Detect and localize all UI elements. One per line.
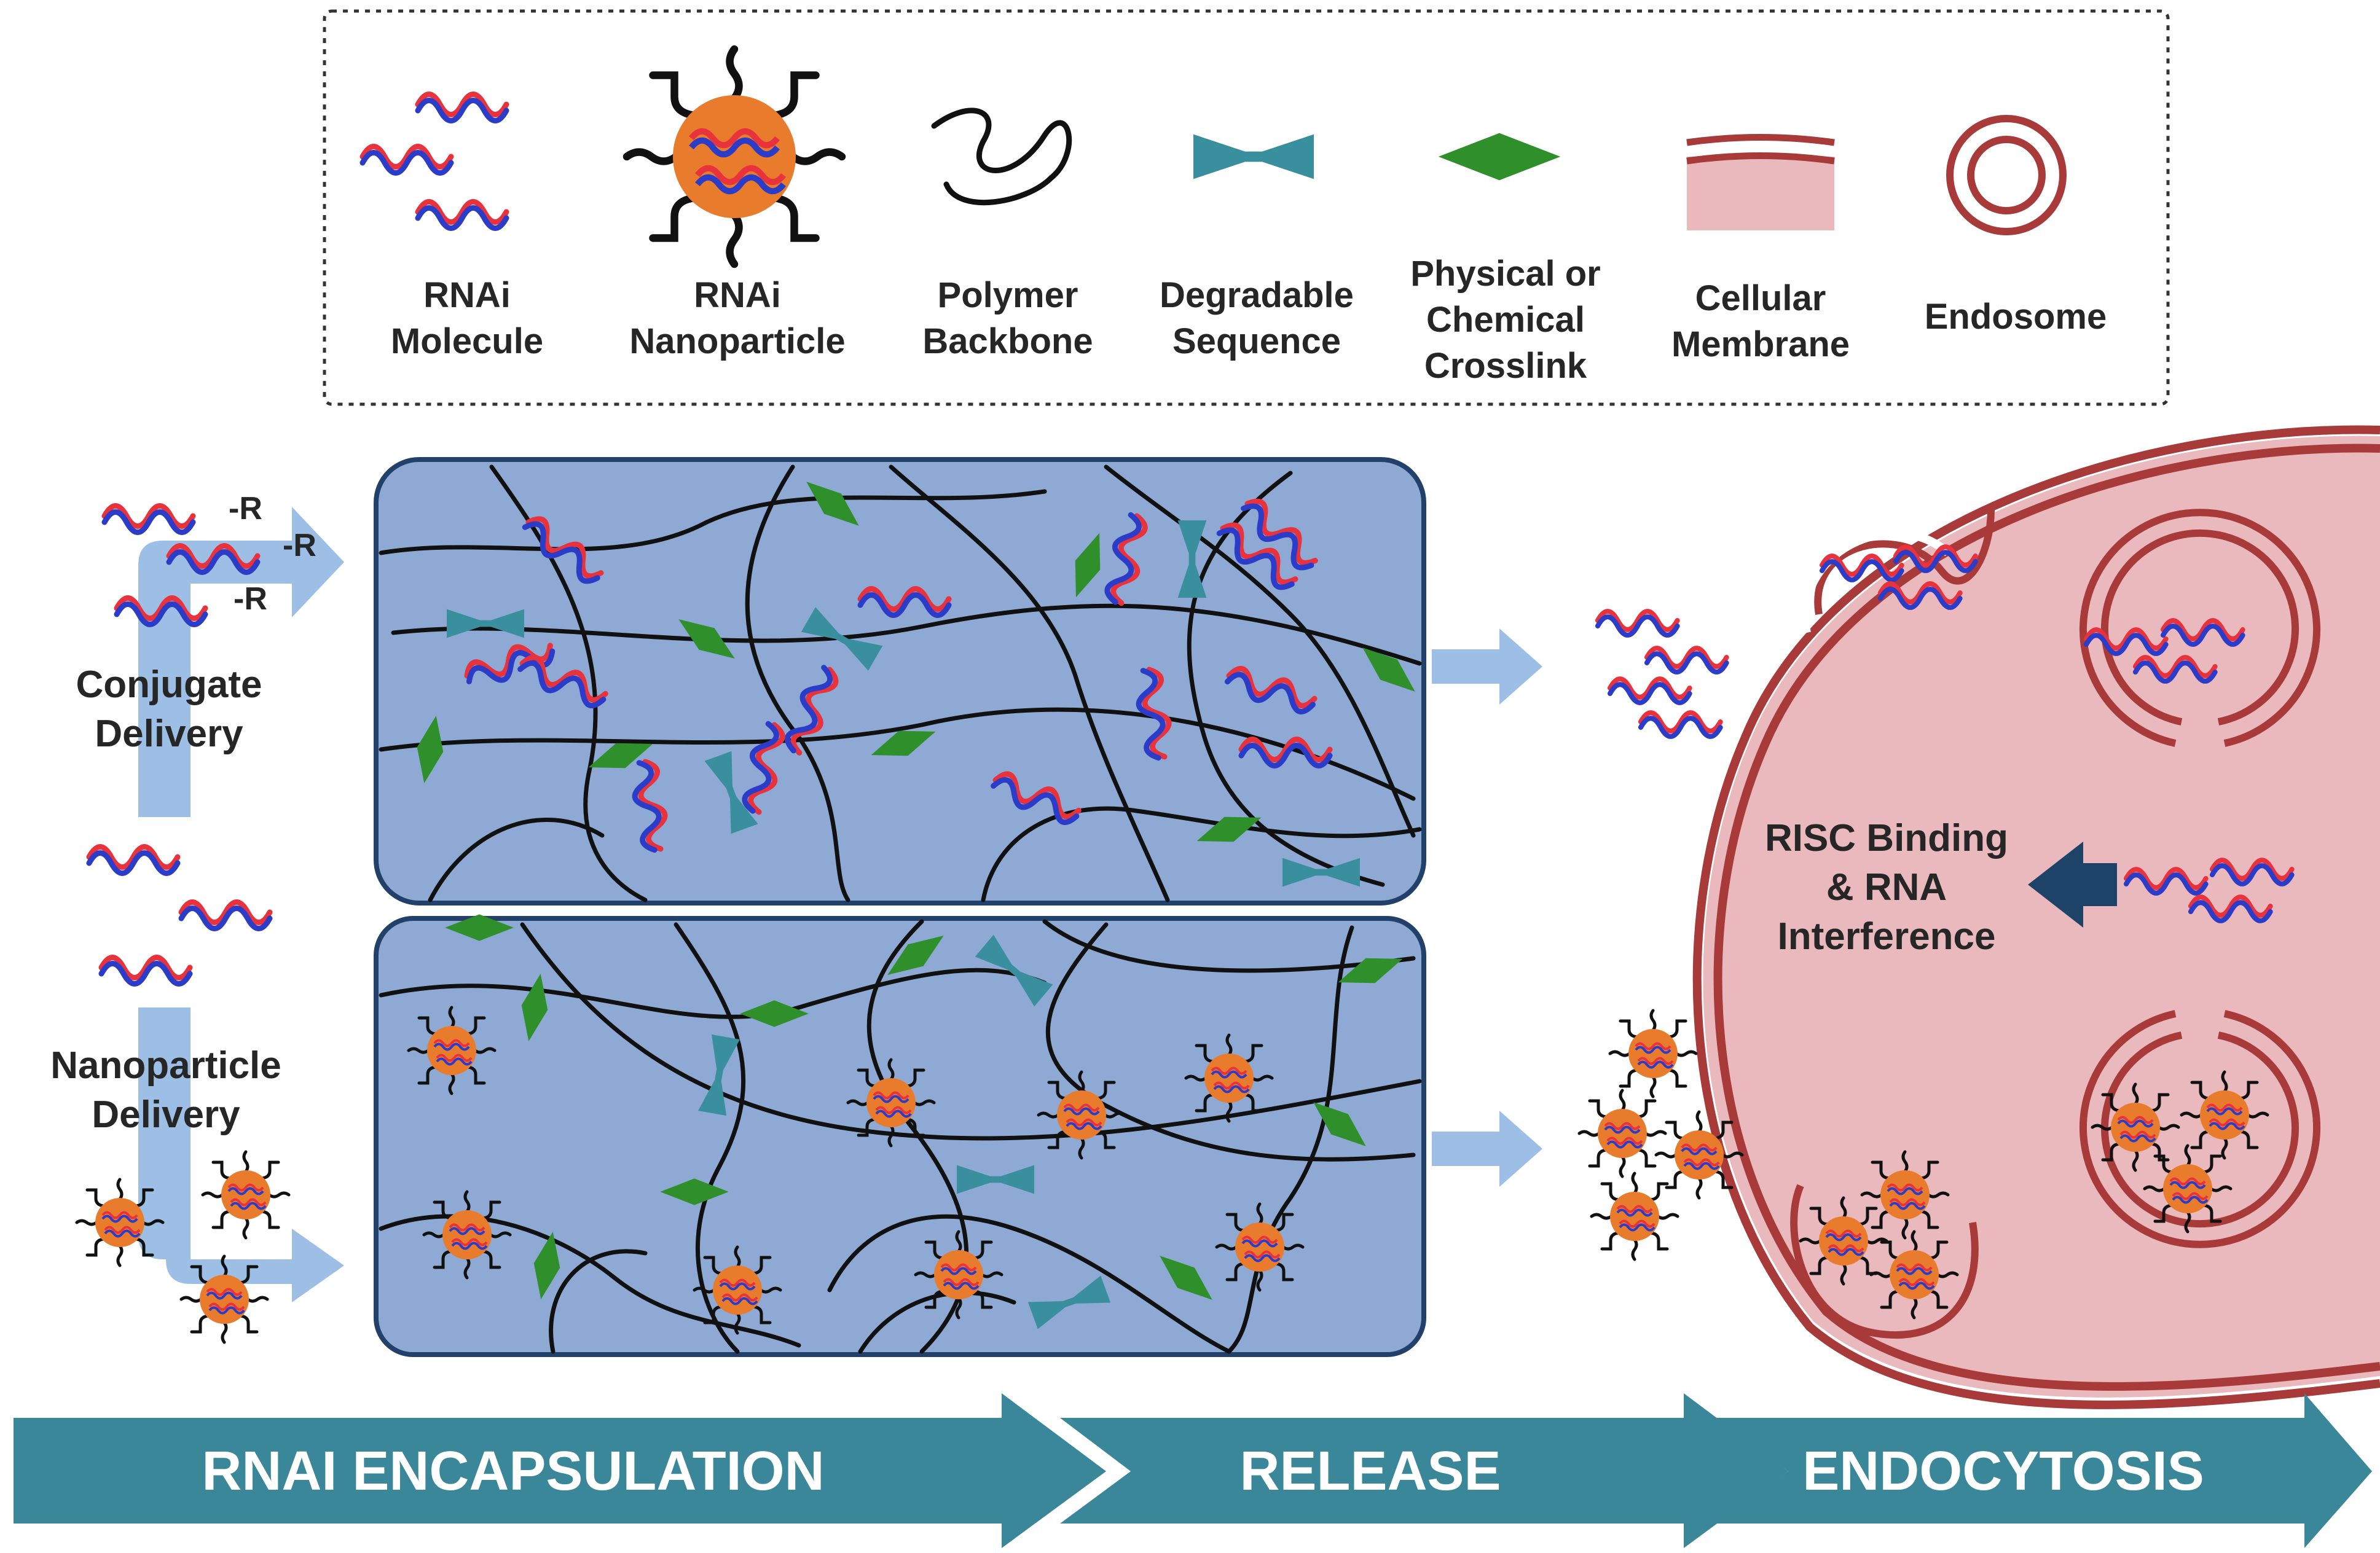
legend-endosome-icon	[1946, 115, 2067, 235]
conjugate-r-label-1: -R	[229, 491, 262, 526]
endosome-nanoparticles	[2080, 1010, 2320, 1248]
legend-label-degradable-2: Sequence	[1172, 321, 1341, 361]
hydrogel-conjugate	[374, 457, 1426, 906]
risc-label-1: RISC Binding	[1765, 817, 2008, 859]
conjugate-delivery-arrow	[138, 507, 344, 817]
legend-polymer-backbone-icon	[931, 108, 1072, 206]
cell: RISC Binding & RNA Interference	[1692, 425, 2380, 1409]
stage-arrow-release	[1060, 1393, 1788, 1548]
released-rnai	[1598, 611, 1727, 737]
legend-cellular-membrane-icon	[1686, 134, 1835, 230]
conjugate-delivery-label-1: Conjugate	[76, 663, 262, 706]
hydrogel-nanoparticle	[374, 914, 1426, 1357]
risc-label-3: Interference	[1778, 915, 1996, 958]
cell-membrane-inner	[1713, 444, 2380, 1391]
legend-label-membrane-1: Cellular	[1695, 278, 1826, 318]
stage-label-release: RELEASE	[1239, 1441, 1501, 1502]
legend-label-nanoparticle-1: RNAi	[694, 275, 781, 315]
release-arrow-rnai	[1432, 628, 1542, 705]
conjugate-r-label-2: -R	[283, 528, 316, 563]
legend-label-rnai-molecule-1: RNAi	[423, 275, 511, 315]
legend: RNAi Molecule RNAi Nanoparticle Polymer …	[323, 9, 2170, 406]
legend-label-crosslink-1: Physical or	[1410, 254, 1600, 294]
conjugate-delivery-label-2: Delivery	[95, 713, 243, 755]
legend-rnai-molecule-icon	[363, 95, 506, 229]
legend-label-membrane-2: Membrane	[1671, 324, 1850, 364]
legend-label-polymer-1: Polymer	[938, 275, 1078, 315]
endocytic-pit-bottom	[1790, 1184, 1979, 1339]
legend-label-degradable-1: Degradable	[1160, 275, 1354, 315]
delivery-routes: -R -R -R Conjugate Delivery Nanoparticle…	[50, 491, 344, 1342]
endosome-rnai-molecules	[2080, 509, 2320, 747]
stage-arrow-endocytosis	[1714, 1393, 2372, 1548]
stage-banner: RNAI ENCAPSULATION RELEASE ENDOCYTOSIS	[14, 1393, 2372, 1548]
cell-membrane-outer	[1692, 425, 2380, 1409]
nanoparticle-delivery-label-2: Delivery	[92, 1093, 240, 1136]
legend-label-crosslink-2: Chemical	[1426, 300, 1585, 340]
conjugate-r-label-3: -R	[234, 581, 267, 617]
legend-label-nanoparticle-2: Nanoparticle	[629, 321, 845, 361]
legend-border	[323, 9, 2170, 406]
legend-label-polymer-2: Backbone	[922, 321, 1093, 361]
legend-degradable-sequence-icon	[1193, 134, 1314, 179]
risc-label-2: & RNA	[1826, 866, 1947, 909]
legend-crosslink-icon	[1438, 133, 1561, 181]
risc-arrow	[2028, 842, 2117, 928]
legend-label-crosslink-3: Crosslink	[1424, 346, 1587, 386]
stage-label-endocytosis: ENDOCYTOSIS	[1802, 1441, 2204, 1502]
nanoparticle-delivery-arrow	[138, 1007, 344, 1302]
stage-label-encapsulation: RNAI ENCAPSULATION	[202, 1441, 824, 1502]
legend-label-endosome: Endosome	[1925, 297, 2107, 337]
stage-arrow-encapsulation	[14, 1393, 1106, 1548]
release-arrow-nanoparticle	[1432, 1111, 1542, 1187]
nanoparticle-delivery-label-1: Nanoparticle	[50, 1044, 281, 1087]
free-rnai	[89, 847, 270, 984]
legend-label-rnai-molecule-2: Molecule	[391, 321, 543, 361]
legend-nanoparticle-icon	[627, 49, 842, 264]
